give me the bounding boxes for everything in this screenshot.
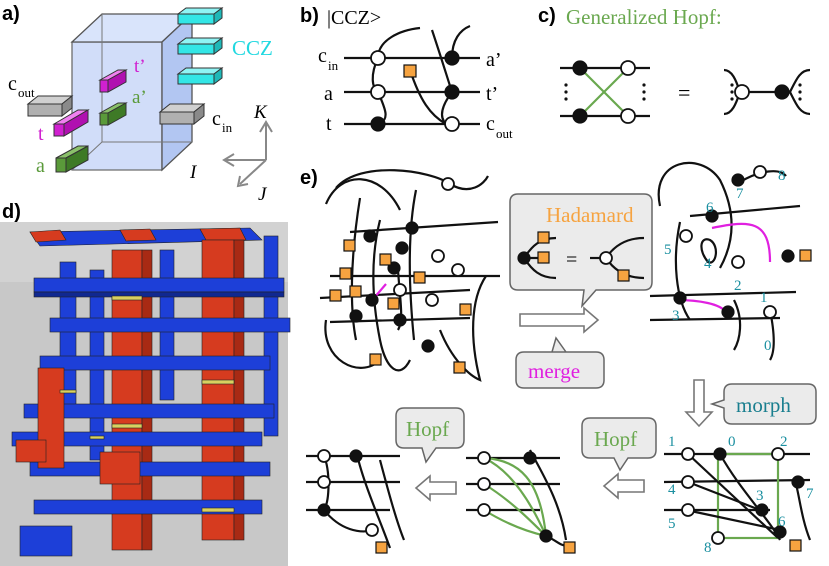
node-num-6: 6 [706,200,714,216]
axis-i-label: I [189,162,198,183]
bnode-num-2: 2 [780,434,788,450]
zx-diagram-morphed: 1 0 2 4 3 7 5 6 8 [663,434,814,556]
t-left-label: t [326,113,332,135]
node-num-1: 1 [760,290,768,306]
bnode-num-6: 6 [778,514,786,530]
hopf-arrow-left [414,474,457,502]
panel-d: d) [0,201,291,566]
cout-label: c [8,73,17,95]
panel-d-label: d) [2,201,21,223]
hopf-arrow-right [602,472,645,500]
cin-label: c [212,108,221,130]
hopf-rhs [723,68,811,116]
aprime-label: a’ [132,87,147,108]
axis-k-label: K [253,102,268,123]
hopf-label-right: Hopf [594,427,637,451]
hadamard-label: Hadamard [546,203,634,227]
node-num-5: 5 [664,242,672,258]
hopf-label-left: Hopf [406,417,449,441]
a-label: a [36,155,45,177]
aprime-block [98,102,128,126]
tprime-right-label: t’ [486,83,498,105]
tprime-label: t’ [134,56,146,77]
axis-j-label: J [258,184,268,205]
ccz-blocks [176,7,224,85]
panel-e: e) [300,161,817,556]
zx-diagram-merged: 7 8 6 5 4 2 3 1 0 [649,161,812,361]
cin-block [158,102,206,126]
bnode-num-0: 0 [728,434,736,450]
zx-diagram-hopf-1 [466,449,576,554]
cin-sub: in [222,120,233,135]
generalized-hopf-title: Generalized Hopf: [566,5,722,29]
panel-c: c) Generalized Hopf: = [538,5,811,124]
tprime-block [98,69,128,93]
merge-bubble: merge [515,336,605,389]
panel-c-label: c) [538,5,556,27]
bnode-num-7: 7 [806,486,814,502]
cin-left-sub: in [328,58,339,73]
ccz-3d-render [11,227,291,557]
morph-bubble: morph [709,383,817,425]
bnode-num-4: 4 [668,482,676,498]
ccz-state-title: |CCZ> [327,7,381,29]
ccz-title: CCZ [232,36,273,60]
hopf-equals: = [678,80,690,105]
morph-label: morph [736,393,791,417]
node-num-8: 8 [778,168,786,184]
hadamard-equals: = [566,249,577,271]
node-num-3: 3 [672,308,680,324]
panel-b: b) |CCZ> c in a t a’ t’ c out [300,5,513,141]
hopf-bubble-right: Hopf [581,417,657,472]
node-num-0: 0 [764,338,772,354]
panel-a: a) CCZ t’ [2,3,273,205]
aprime-right-label: a’ [486,49,502,71]
a-left-label: a [324,83,333,105]
bnode-num-5: 5 [668,516,676,532]
bnode-num-8: 8 [704,540,712,556]
ccz-state-circuit [344,24,480,132]
panel-b-label: b) [300,5,319,27]
merge-arrow [519,306,600,334]
panel-e-label: e) [300,167,318,189]
hopf-lhs [560,60,650,124]
cin-left-label: c [318,45,327,67]
bnode-num-3: 3 [756,488,764,504]
t-block [52,109,90,137]
zx-diagram-initial [319,169,500,382]
axes-glyph [222,120,273,188]
node-num-4: 4 [704,256,712,272]
node-num-7: 7 [736,186,744,202]
cout-right-label: c [486,113,495,135]
zx-diagram-final [306,449,406,554]
hadamard-bubble: Hadamard = [509,193,653,309]
hopf-bubble-left: Hopf [395,407,465,464]
cout-right-sub: out [496,126,513,141]
cout-block [26,94,74,118]
bnode-num-1: 1 [668,434,676,450]
morph-arrow [684,379,714,428]
cout-sub: out [18,85,35,100]
merge-label: merge [528,359,580,383]
panel-a-label: a) [2,3,20,25]
node-num-2: 2 [734,278,742,294]
t-label: t [38,123,44,145]
a-block [55,145,89,173]
cube-side-face [161,12,193,172]
